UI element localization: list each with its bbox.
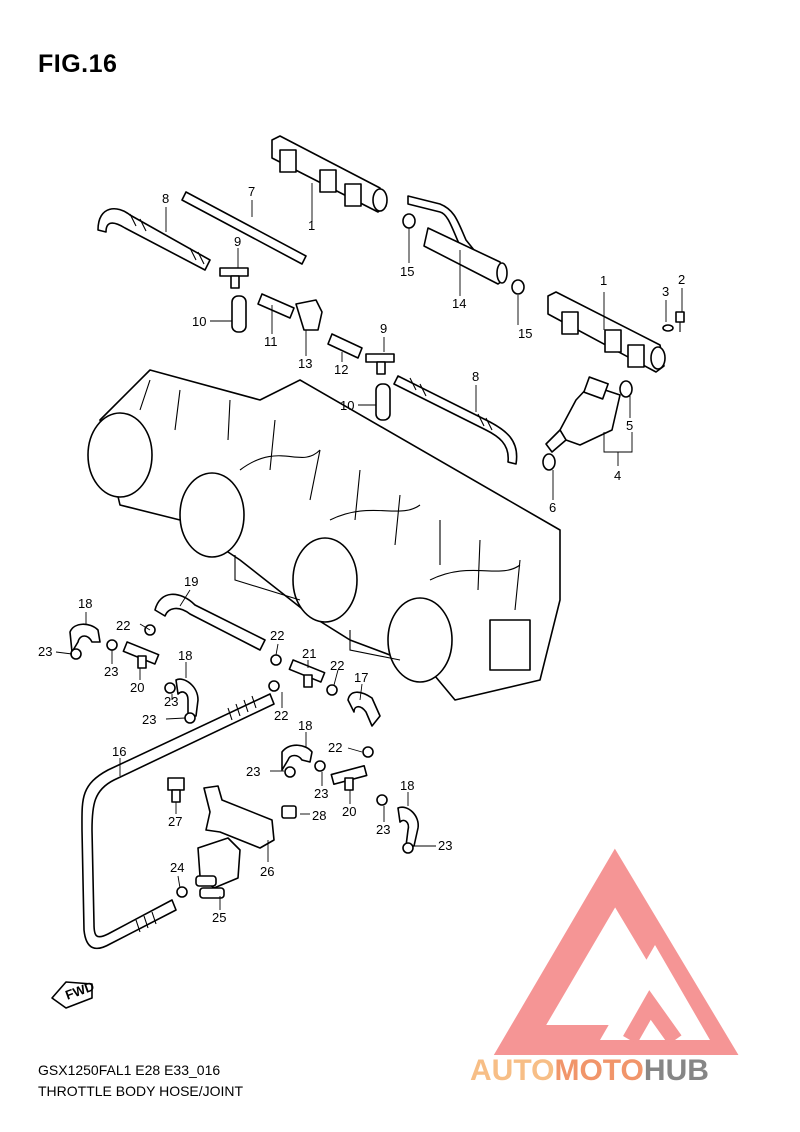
washer [662, 324, 674, 332]
logo-word-moto: MOTO [554, 1054, 643, 1087]
callout-22-d: 22 [274, 708, 288, 723]
figure-title: FIG.16 [38, 50, 118, 78]
hose-16 [81, 693, 275, 950]
joint-21 [288, 659, 326, 688]
callout-22-e: 22 [328, 740, 342, 755]
callout-7: 7 [248, 184, 255, 199]
three-way-joint-9b [365, 353, 395, 375]
callout-20-b: 20 [342, 804, 356, 819]
callout-18-c: 18 [298, 718, 312, 733]
callout-20-a: 20 [130, 680, 144, 695]
callout-25: 25 [212, 910, 226, 925]
hose-7 [181, 191, 307, 265]
callout-9-lower: 9 [380, 321, 387, 336]
hose-10b [375, 383, 391, 421]
figure-code: GSX1250FAL1 E28 E33_016 [38, 1062, 221, 1078]
hose-18b [175, 678, 199, 717]
o-ring-15a [402, 213, 416, 229]
callout-6: 6 [549, 500, 556, 515]
hose-18c [281, 744, 313, 771]
hose-10a [231, 295, 247, 333]
forward-arrow [51, 981, 93, 1009]
callout-16: 16 [112, 744, 126, 759]
callout-23-e: 23 [246, 764, 260, 779]
callout-labels: 1 7 8 9 15 14 1 2 3 10 11 13 12 9 10 8 1… [38, 184, 685, 1003]
callout-23-d: 23 [142, 712, 156, 727]
fuel-injector [545, 376, 621, 453]
throttle-body-assembly [87, 369, 561, 701]
bolt-27 [167, 777, 185, 803]
callout-26: 26 [260, 864, 274, 879]
logo-word-auto: AUTO [470, 1054, 554, 1087]
callout-10-lower: 10 [340, 398, 354, 413]
o-ring-5 [619, 380, 633, 398]
vacuum-hose-8a [97, 207, 211, 271]
callout-23-f: 23 [314, 786, 328, 801]
callout-11: 11 [264, 334, 278, 349]
hose-11 [257, 293, 295, 319]
callout-22-a: 22 [116, 618, 130, 633]
callout-19: 19 [184, 574, 198, 589]
callout-10-upper: 10 [192, 314, 206, 329]
callout-21: 21 [302, 646, 316, 661]
callout-4: 4 [614, 468, 621, 483]
fuel-rail-lower [547, 291, 666, 373]
callout-23-g: 23 [376, 822, 390, 837]
screw [675, 311, 685, 332]
fuel-rail-upper [271, 135, 388, 213]
o-ring-15b [511, 279, 525, 295]
callout-1-lower-rail: 1 [600, 273, 607, 288]
callout-18-a: 18 [78, 596, 92, 611]
callout-14: 14 [452, 296, 466, 311]
callout-12: 12 [334, 362, 348, 377]
callout-23-b: 23 [104, 664, 118, 679]
callout-9-upper: 9 [234, 234, 241, 249]
callout-8-lower: 8 [472, 369, 479, 384]
hose-18d [397, 806, 419, 847]
callout-15-upper: 15 [400, 264, 414, 279]
callout-13: 13 [298, 356, 312, 371]
hose-12 [327, 333, 363, 359]
joint-20b [330, 764, 368, 791]
callout-18-b: 18 [178, 648, 192, 663]
solenoid-valve [195, 837, 241, 899]
joint-13 [295, 299, 323, 331]
vacuum-hose-8b [393, 375, 518, 465]
leader-lines [55, 183, 683, 910]
callout-3: 3 [662, 284, 669, 299]
seal-6 [542, 453, 556, 471]
callout-24: 24 [170, 860, 184, 875]
callout-23-h: 23 [438, 838, 452, 853]
hose-17 [347, 691, 381, 727]
callout-5: 5 [626, 418, 633, 433]
callout-17: 17 [354, 670, 368, 685]
joint-20a [122, 641, 160, 669]
svg-text:AUTOMOTOHUB: AUTOMOTOHUB [470, 1054, 709, 1087]
logo-word-hub: HUB [644, 1054, 709, 1087]
fuel-pipe [407, 195, 508, 285]
callout-23-a: 23 [38, 644, 52, 659]
figure-description: THROTTLE BODY HOSE/JOINT [38, 1083, 244, 1099]
three-way-joint-9a [219, 267, 249, 289]
callout-23-c: 23 [164, 694, 178, 709]
callout-15-lower: 15 [518, 326, 532, 341]
callout-28: 28 [312, 808, 326, 823]
hose-18a [69, 623, 101, 653]
callout-27: 27 [168, 814, 182, 829]
callout-1-upper-rail: 1 [308, 218, 315, 233]
callout-8-upper: 8 [162, 191, 169, 206]
callout-18-d: 18 [400, 778, 414, 793]
nut-28 [281, 805, 297, 819]
callout-22-c: 22 [330, 658, 344, 673]
hose-19 [154, 593, 266, 651]
callout-2: 2 [678, 272, 685, 287]
automotohub-logo: AUTOMOTOHUB [470, 848, 739, 1087]
callout-22-b: 22 [270, 628, 284, 643]
bracket-26 [203, 785, 275, 849]
hose-clamps [70, 624, 414, 898]
